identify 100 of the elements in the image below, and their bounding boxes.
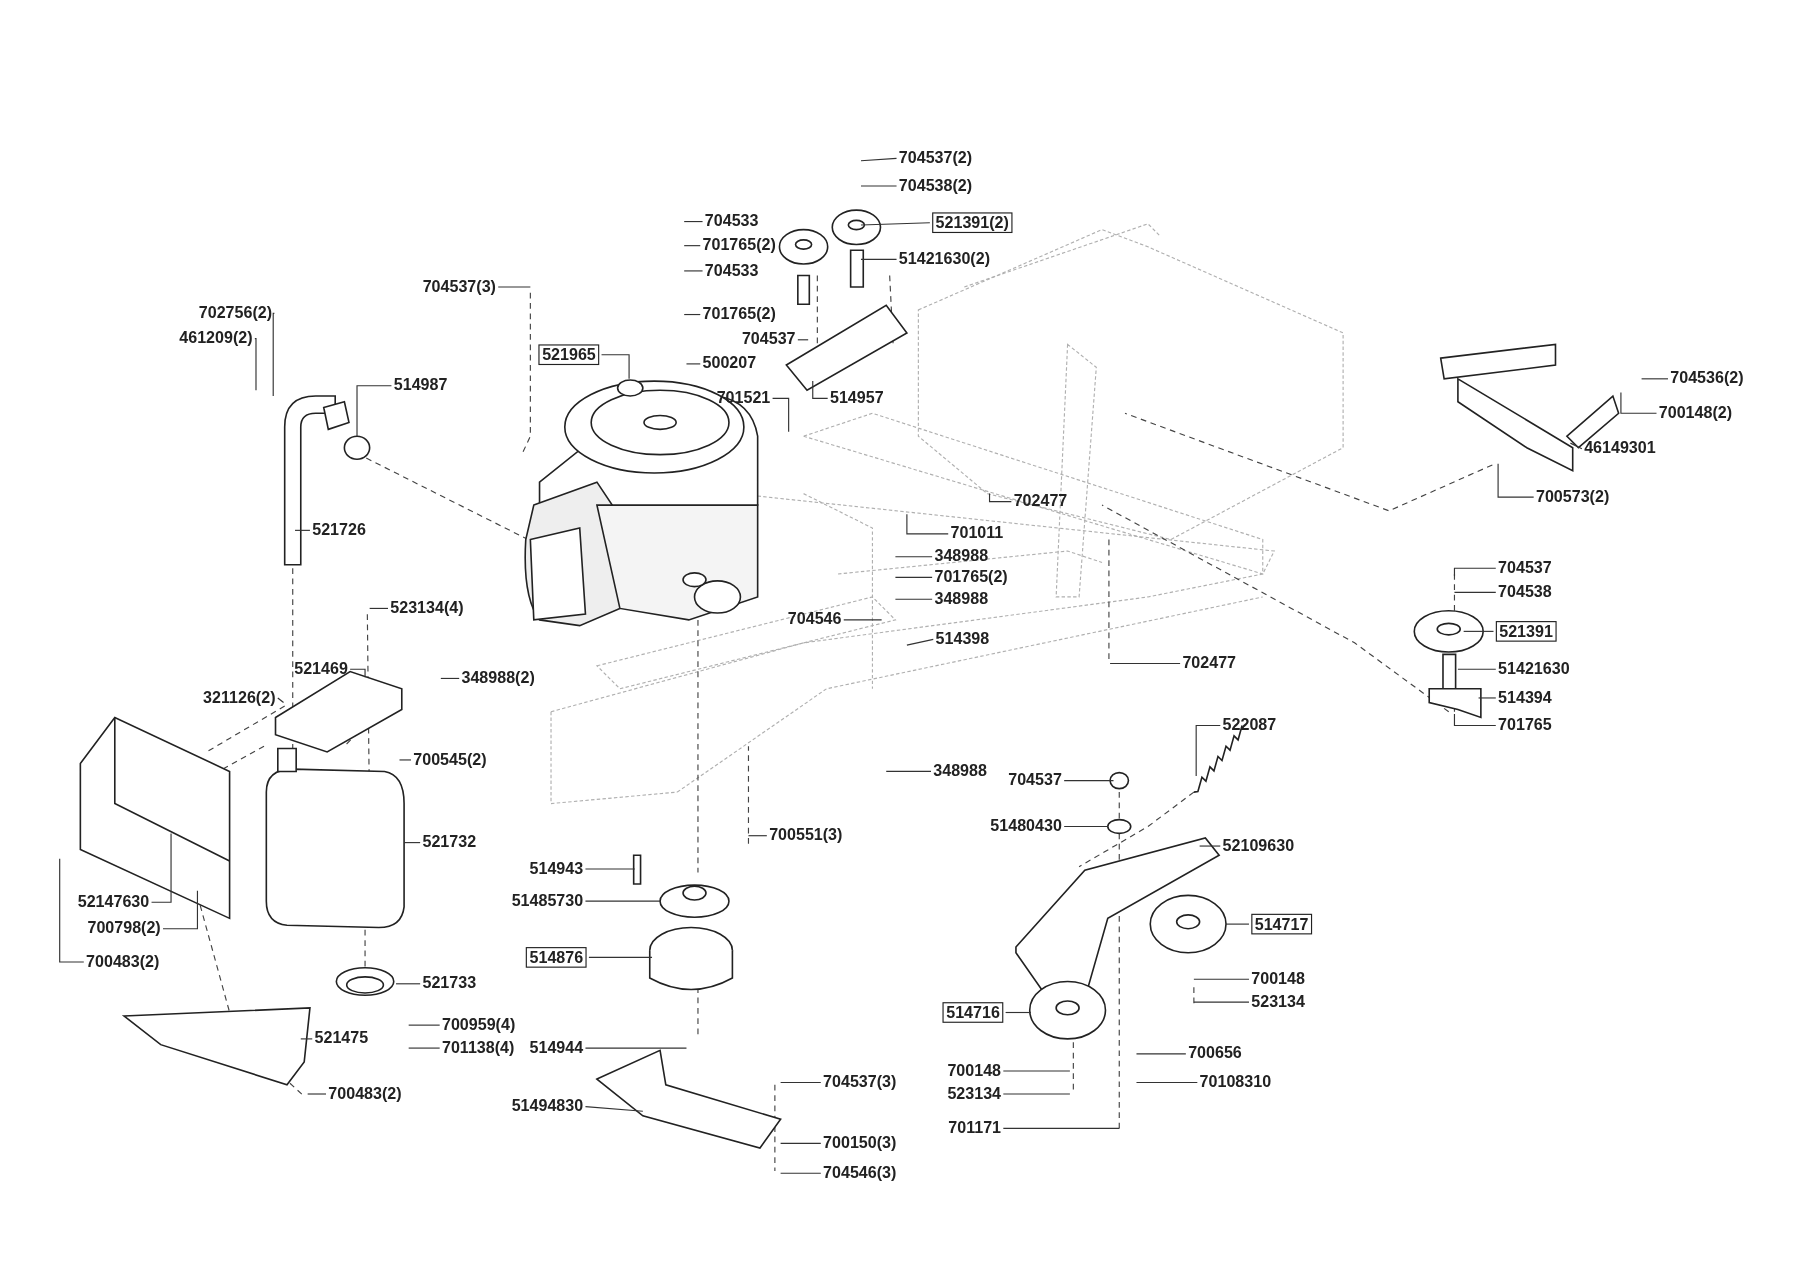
callout-number: 461209(2)	[179, 328, 253, 347]
leader-line	[356, 385, 393, 437]
callout-number: 700148	[1251, 968, 1305, 988]
leader-line	[254, 338, 257, 391]
callout-number: 514944	[529, 1037, 584, 1057]
leader-line	[600, 354, 630, 380]
callout-number: 46149301	[1584, 438, 1656, 457]
callout-number: 51494830	[511, 1096, 584, 1115]
leader-line	[1063, 825, 1109, 828]
callout-number: 348988	[934, 546, 989, 565]
leader-line	[1457, 668, 1497, 670]
callout-number: 700798(2)	[87, 918, 161, 937]
leader-line	[497, 286, 531, 288]
leader-line	[272, 312, 275, 397]
callout-number: 704536(2)	[1670, 368, 1744, 387]
callout-number: 70108310	[1199, 1072, 1272, 1091]
leader-line	[683, 270, 704, 272]
callout-number: 701011	[950, 523, 1004, 542]
leader-line	[860, 157, 898, 162]
leader-line	[685, 363, 701, 365]
leader-line	[1463, 630, 1495, 632]
callout-number: 348988(2)	[461, 668, 535, 687]
leader-line	[398, 759, 412, 761]
leader-line	[1002, 1093, 1071, 1095]
callout-number: 348988	[933, 761, 987, 780]
callout-number: 52109630	[1222, 835, 1295, 855]
callout-number: 704537	[1498, 557, 1552, 577]
leader-line	[906, 638, 934, 646]
callout-number: 321126(2)	[203, 687, 276, 706]
callout-number: 51480430	[990, 816, 1062, 835]
leader-line	[860, 222, 931, 226]
leader-line	[683, 221, 704, 223]
callout-number: 51421630(2)	[898, 249, 990, 268]
leader-line	[1002, 1127, 1120, 1129]
leader-line	[1195, 724, 1221, 777]
callout-number: 700656	[1188, 1043, 1242, 1062]
callout-number: 704538(2)	[898, 175, 973, 194]
leader-line	[812, 380, 829, 399]
leader-line	[894, 556, 933, 558]
leader-line	[894, 598, 933, 600]
callout-number: 521732	[422, 832, 477, 851]
leader-line	[1193, 978, 1250, 980]
callout-number: 514943	[529, 858, 584, 878]
leader-line	[408, 1024, 441, 1026]
callout-number: 700483(2)	[86, 951, 160, 971]
callout-number: 514394	[1498, 687, 1552, 706]
leader-line	[584, 1106, 644, 1112]
callout-number: 701765(2)	[934, 567, 1008, 586]
callout-number: 514398	[935, 629, 990, 648]
leader-line	[294, 529, 311, 531]
callout-number: 701765(2)	[702, 304, 776, 323]
leader-line	[780, 1142, 822, 1144]
callout-number: 701765	[1498, 715, 1552, 734]
callout-number: 701138(4)	[441, 1037, 515, 1057]
leader-line	[588, 956, 653, 958]
callout-number: 701521	[716, 388, 771, 407]
leader-line	[780, 1081, 822, 1084]
callout-number: 704546	[787, 609, 842, 628]
callout-number: 702756(2)	[198, 303, 273, 322]
callout-number: 523134	[1251, 991, 1305, 1011]
leader-line	[1620, 392, 1658, 414]
callout-number: 523134(4)	[390, 598, 464, 617]
callout-number: 701171	[948, 1118, 1001, 1137]
leader-line	[1063, 780, 1115, 782]
callout-number: 704533	[704, 211, 759, 230]
callout-number: 521469	[294, 658, 348, 678]
leader-line	[584, 1047, 688, 1049]
callout-number: 704537(2)	[898, 148, 973, 167]
leader-line	[1005, 1011, 1032, 1014]
leader-line	[1193, 1001, 1250, 1003]
leader-line	[403, 842, 421, 844]
callout-number: 522087	[1222, 715, 1277, 734]
leader-line	[1453, 591, 1497, 593]
callout-number: 521475	[314, 1028, 369, 1047]
leader-line	[772, 397, 790, 433]
leader-line	[584, 900, 661, 902]
callout-number: 704537(3)	[422, 276, 496, 296]
leader-line	[277, 697, 285, 704]
leader-line	[683, 313, 701, 316]
callout-number: 348988	[934, 588, 989, 608]
callout-number: 704537	[741, 329, 796, 348]
leader-line	[408, 1047, 441, 1049]
callout-number: 704533	[704, 260, 759, 279]
leader-line	[59, 858, 85, 963]
leader-line	[1135, 1053, 1187, 1055]
callout-number: 700959(4)	[441, 1014, 516, 1034]
leader-line	[797, 339, 809, 341]
leader-line	[349, 668, 366, 678]
callout-number: 700573(2)	[1535, 486, 1610, 506]
callout-number: 523134	[947, 1083, 1001, 1103]
leader-line	[1478, 697, 1497, 699]
callout-number: 704537(3)	[823, 1072, 897, 1091]
leader-line	[369, 607, 389, 609]
callout-number: 51421630	[1498, 658, 1570, 678]
callout-number: 52147630	[77, 891, 150, 911]
callout-number: 704538	[1498, 582, 1552, 601]
leader-line	[860, 258, 898, 260]
callout-number: 514987	[393, 375, 448, 394]
callout-number: 500207	[702, 353, 757, 372]
callout-number: 700148	[947, 1060, 1001, 1080]
